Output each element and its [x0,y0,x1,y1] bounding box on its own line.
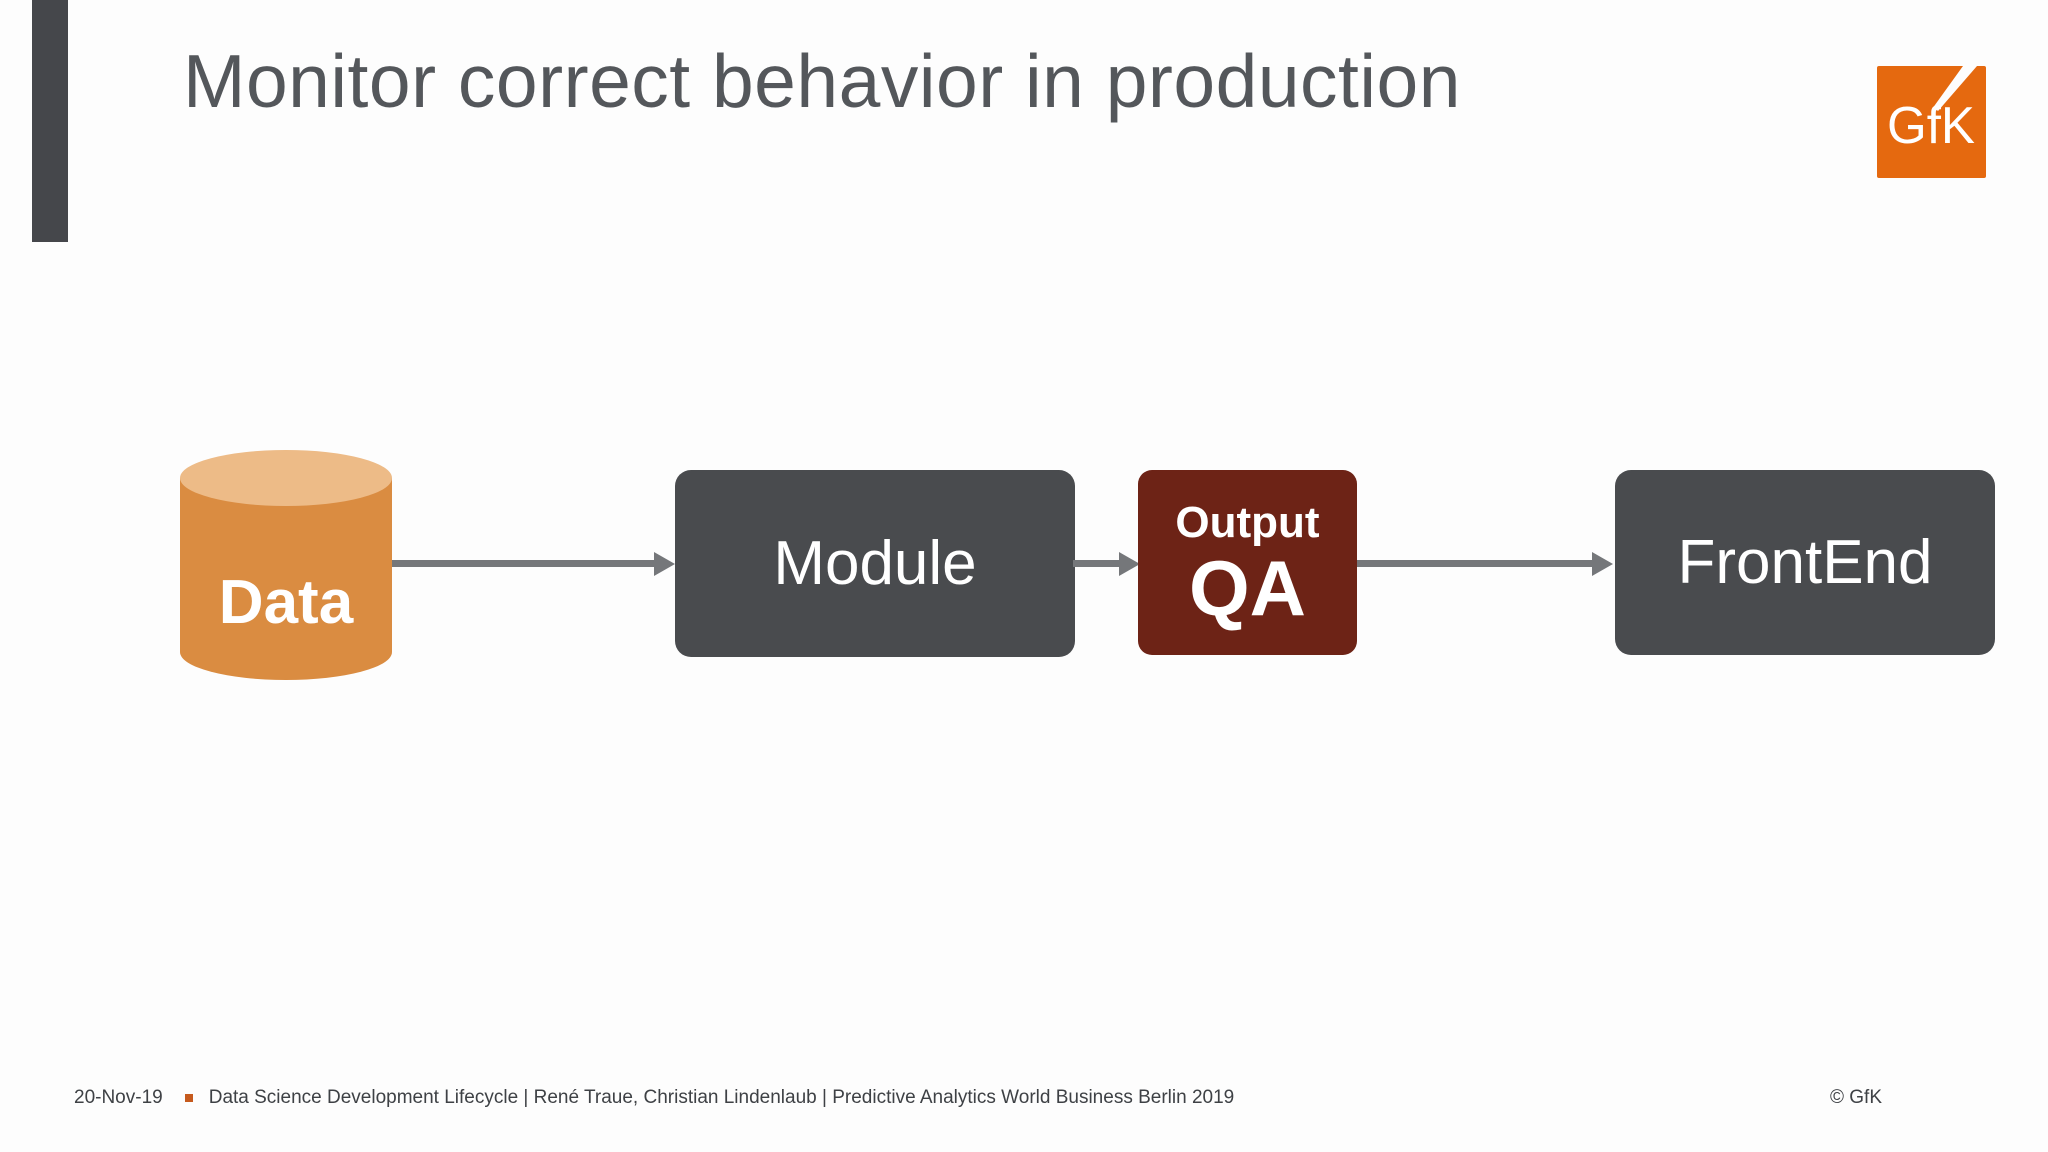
logo-slash-icon [1933,66,1977,111]
node-frontend-label: FrontEnd [1677,528,1933,597]
logo-text: GfK [1887,97,1975,155]
gfk-logo: GfK [1877,66,1986,178]
footer-date: 20-Nov-19 [74,1087,163,1108]
arrow-data-to-module-icon [392,560,654,567]
arrow-outputqa-to-frontend-icon [1357,560,1592,567]
cylinder-body [180,478,392,680]
node-frontend: FrontEnd [1615,470,1995,655]
cylinder-shape-icon [180,450,392,680]
accent-bar [32,0,68,242]
cylinder-top [180,450,392,506]
node-data: Data [180,450,392,680]
logo-square [1877,66,1986,178]
arrow-module-to-outputqa-icon [1073,560,1119,567]
footer-bullet-icon [184,1094,193,1102]
node-module: Module [675,470,1075,657]
node-output-qa-label-line2: QA [1189,543,1306,632]
node-output-qa: Output QA [1138,470,1357,655]
footer-copyright: © GfK [1830,1087,1883,1108]
node-output-qa-label-line1: Output [1175,498,1320,548]
footer-description: Data Science Development Lifecycle | Ren… [208,1087,1235,1108]
footer: 20-Nov-19 Data Science Development Lifec… [74,1087,1234,1109]
node-module-label: Module [773,529,977,598]
slide-title: Monitor correct behavior in production [183,39,1461,123]
node-data-label: Data [218,568,354,637]
